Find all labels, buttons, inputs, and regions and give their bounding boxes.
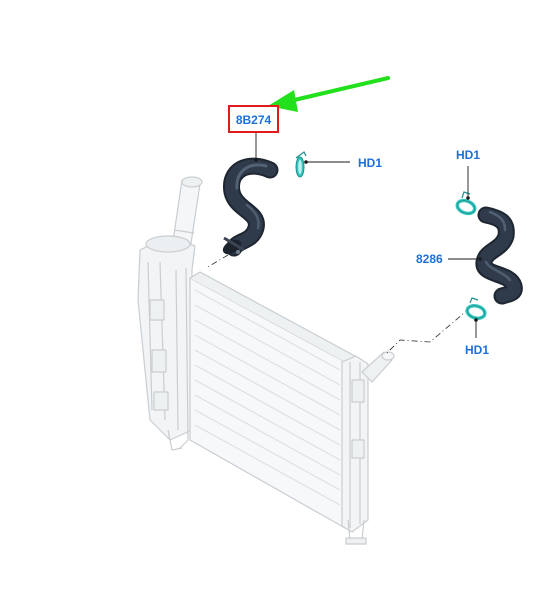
connection-lines — [205, 254, 471, 355]
left-end-tank — [137, 235, 196, 449]
right-end-tank — [341, 355, 369, 545]
leader-lines — [255, 132, 480, 338]
callout-8286[interactable]: 8286 — [416, 252, 443, 266]
pointer-arrow — [268, 76, 390, 112]
upper-hose-end-clamp — [222, 236, 245, 255]
filler-neck — [171, 176, 203, 251]
callout-hd1-right-top[interactable]: HD1 — [456, 148, 480, 162]
callout-hd1-upper[interactable]: HD1 — [358, 156, 382, 170]
upper-hose-8b274[interactable] — [220, 157, 279, 257]
radiator-assembly — [137, 176, 395, 545]
clamp-hd1-right-top[interactable] — [455, 191, 477, 216]
lower-hose-8286[interactable] — [475, 206, 523, 305]
clamp-hd1-right-bottom[interactable] — [465, 297, 487, 320]
outlet-spigot — [361, 351, 395, 383]
callout-hd1-right-bottom[interactable]: HD1 — [465, 343, 489, 357]
leader-dots — [254, 158, 482, 322]
callout-8b274[interactable]: 8B274 — [236, 113, 272, 127]
highlight-box — [228, 105, 279, 133]
left-bracket — [167, 429, 183, 451]
clamp-hd1-upper[interactable] — [295, 151, 307, 178]
radiator-core — [189, 271, 356, 529]
